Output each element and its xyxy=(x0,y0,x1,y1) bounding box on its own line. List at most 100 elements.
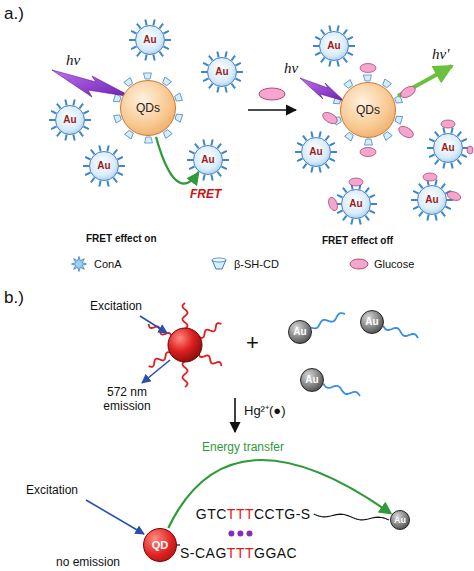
dna-strand xyxy=(199,323,222,338)
base-sequence: GTC xyxy=(196,506,227,522)
cyclodextrin xyxy=(364,139,372,145)
dna-strand xyxy=(149,352,172,367)
cona-spike xyxy=(231,56,235,61)
legend-text: β-SH-CD xyxy=(234,258,279,270)
node-label: Au xyxy=(327,41,340,51)
cona-spike xyxy=(73,135,74,141)
cona-spike xyxy=(365,188,369,193)
cona-spike xyxy=(365,216,369,221)
cona-spike xyxy=(225,87,226,93)
node-label: Au xyxy=(349,199,362,209)
cona-spike xyxy=(457,132,461,137)
text-label: Excitation xyxy=(90,300,142,314)
text-label: Excitation xyxy=(26,484,78,498)
cona-spike xyxy=(419,212,423,217)
cona-spike xyxy=(443,163,444,169)
cona-spike xyxy=(370,211,375,214)
node-label: Au xyxy=(201,155,214,165)
text-label: FRET effect off xyxy=(322,235,393,247)
cona-spike xyxy=(351,219,352,225)
text-label: no emission xyxy=(56,556,120,570)
cona-spike xyxy=(343,216,347,221)
cyclodextrin xyxy=(395,115,403,124)
dna-strand xyxy=(383,326,418,338)
legend-icon xyxy=(208,256,230,272)
glucose-molecules xyxy=(321,64,473,212)
cona-spike xyxy=(91,178,95,183)
particle-node: Au xyxy=(288,320,312,344)
dna-strand xyxy=(323,384,360,396)
legend-entry: Glucose xyxy=(348,256,414,272)
text-label: hν xyxy=(284,60,298,77)
edge-label: Energy transfer xyxy=(200,441,286,455)
node-label: Au xyxy=(305,375,318,385)
cona-spike xyxy=(222,151,227,154)
cona-spike xyxy=(231,84,235,89)
node-label: Au xyxy=(63,115,76,125)
cona-spike xyxy=(211,175,212,181)
text-label: Hg²⁺(●) xyxy=(244,404,285,419)
cona-spike xyxy=(153,55,154,61)
text-label: FRET effect on xyxy=(86,233,157,245)
energy-transfer-arrow xyxy=(168,460,390,528)
cona-spike xyxy=(223,159,229,161)
base-sequence: GGAC xyxy=(254,545,297,561)
particle-node: QD xyxy=(143,528,177,562)
text-label: a.) xyxy=(4,4,24,24)
cona-spike xyxy=(321,58,325,63)
particle-node: Au xyxy=(135,25,165,55)
particle-node: Au xyxy=(301,137,331,167)
mercury-ion xyxy=(228,531,234,537)
cona-spike xyxy=(427,215,428,221)
cona-spike xyxy=(217,172,221,177)
particle-node: QDs xyxy=(340,82,396,138)
quantum-dot xyxy=(168,328,202,362)
text-label: hν' xyxy=(432,46,449,63)
dna-strand xyxy=(149,324,172,337)
mercury-ion xyxy=(237,531,243,537)
node-label: Au xyxy=(293,327,306,337)
node-label: Au xyxy=(394,516,406,525)
cona-spike xyxy=(159,24,163,29)
legend-icon xyxy=(348,256,370,272)
cona-spike xyxy=(237,71,243,73)
cyclodextrin xyxy=(144,137,152,143)
cona-spike xyxy=(203,175,204,181)
cona-spike xyxy=(349,45,355,47)
dna-strand xyxy=(314,514,389,520)
cona-spike xyxy=(84,127,89,130)
text-label: + xyxy=(246,330,259,355)
cona-spike xyxy=(303,164,307,169)
cona-spike xyxy=(462,139,467,142)
cyclodextrin xyxy=(174,93,182,103)
base-sequence: TTT xyxy=(227,506,254,522)
base-sequence: CCTG-S xyxy=(254,506,311,522)
node-label: QD xyxy=(152,540,169,551)
cona-spike xyxy=(119,165,125,167)
reaction-arrow xyxy=(235,398,236,432)
cona-spike xyxy=(79,132,83,137)
cona-spike xyxy=(446,207,451,210)
cona-spike xyxy=(99,181,100,187)
cona-spike xyxy=(217,87,218,93)
legend-text: Glucose xyxy=(374,258,414,270)
cona-spike xyxy=(311,167,312,173)
cona-spike xyxy=(145,55,146,61)
cona-spike xyxy=(330,143,335,146)
cona-spike xyxy=(79,104,83,109)
node-label: Au xyxy=(143,35,156,45)
particle-node: Au xyxy=(417,185,447,215)
cona-spike xyxy=(209,84,213,89)
particle-node: Au xyxy=(433,133,463,163)
cona-spike xyxy=(441,212,445,217)
particle-node: QDs xyxy=(120,80,176,136)
excitation-bolt xyxy=(52,70,344,101)
node-label: Au xyxy=(365,317,378,327)
node-label: QDs xyxy=(136,102,160,114)
text-label: 572 nm emission xyxy=(96,386,158,414)
cyclodextrin xyxy=(175,113,183,122)
node-label: Au xyxy=(215,67,228,77)
cona-spike xyxy=(319,167,320,173)
node-label: Au xyxy=(441,143,454,153)
cona-spike xyxy=(84,111,89,114)
